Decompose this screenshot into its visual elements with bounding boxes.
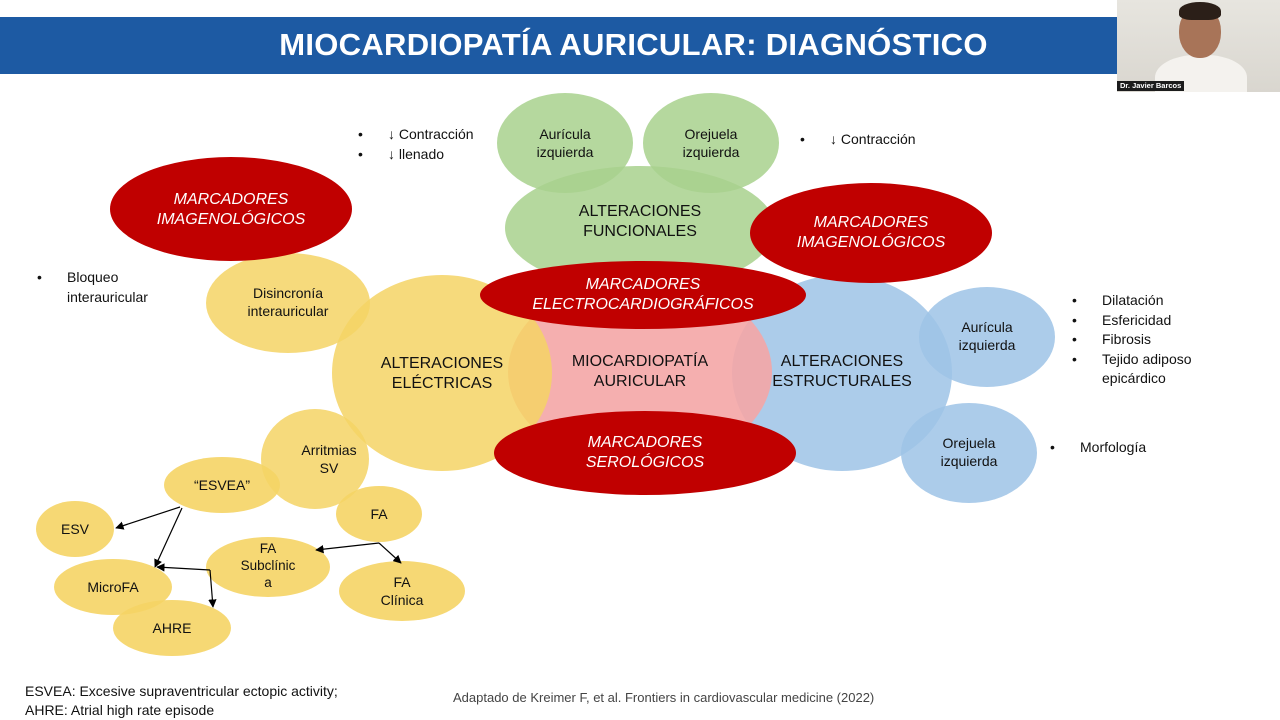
ahre-label: AHRE [152, 620, 192, 636]
bubble-esvea [164, 457, 280, 513]
bullets-aur-green: ↓ Contracción ↓ llenado [358, 125, 474, 164]
bullets-orej-green: ↓ Contracción [800, 130, 916, 150]
marker-imagen-right [750, 183, 992, 283]
bullet-item: Bloqueo interauricular [37, 268, 148, 307]
arritmias-label: Arritmias SV [301, 442, 357, 476]
bubble-fa [336, 486, 422, 542]
fa-label: FA [370, 506, 388, 522]
abbrev-esvea: ESVEA: Excesive supraventricular ectopic… [25, 683, 338, 699]
bubble-ahre [113, 600, 231, 656]
electricas-label: ALTERACIONES ELÉCTRICAS [380, 355, 504, 392]
estructurales-label: ALTERACIONES ESTRUCTURALES [772, 353, 912, 390]
presenter-hair [1179, 2, 1221, 20]
orej-izq-green-label: Orejuela izquierda [682, 126, 740, 160]
esv-label: ESV [60, 521, 89, 537]
arrow-fa-clinica [378, 542, 402, 564]
aur-izq-blue-label: Aurícula izquierda [958, 319, 1016, 353]
funcionales-label: ALTERACIONES FUNCIONALES [578, 203, 702, 240]
fa-subclinica-label: FA Subclínic a [240, 541, 296, 590]
bubble-orej-izq-blue [901, 403, 1037, 503]
microfa-label: MicroFA [87, 579, 139, 595]
bullet-item: Morfología [1050, 438, 1146, 458]
abbreviations: ESVEA: Excesive supraventricular ectopic… [25, 682, 338, 720]
marker-imagen-left-label: MARCADORES IMAGENOLÓGICOS [156, 191, 306, 228]
bubble-electricas [332, 275, 552, 471]
bubble-estructurales [732, 275, 952, 471]
arrow-esvea-esv [115, 506, 181, 530]
arrow-esvea-microfa [154, 507, 183, 568]
bubble-arritmias [261, 409, 369, 509]
bubble-aur-izq-green [497, 93, 633, 193]
marker-imagen-left [110, 157, 352, 261]
bullet-item: ↓ llenado [358, 145, 474, 165]
center-label: MIOCARDIOPATÍA AURICULAR [571, 353, 709, 390]
fa-clinica-label: FA Clínica [380, 574, 424, 608]
bullet-item: Esfericidad [1072, 311, 1192, 331]
bullets-aur-blue: Dilatación Esfericidad Fibrosis Tejido a… [1072, 291, 1192, 389]
abbrev-ahre: AHRE: Atrial high rate episode [25, 702, 215, 718]
bubble-fa-clinica [339, 561, 465, 621]
bullets-orej-blue: Morfología [1050, 438, 1146, 458]
bullet-item: Fibrosis [1072, 330, 1192, 350]
marker-ecg [480, 261, 806, 329]
bullet-item: ↓ Contracción [358, 125, 474, 145]
bubble-aur-izq-blue [919, 287, 1055, 387]
bubble-fa-subclinica [206, 537, 330, 597]
orej-izq-blue-label: Orejuela izquierda [940, 435, 998, 469]
source-citation: Adaptado de Kreimer F, et al. Frontiers … [453, 690, 875, 705]
bullet-item: ↓ Contracción [800, 130, 916, 150]
marker-imagen-right-label: MARCADORES IMAGENOLÓGICOS [796, 214, 946, 251]
arrow-subclinica-ahre [208, 569, 217, 608]
arrow-subclinica-microfa [156, 563, 211, 572]
webcam-video: Dr. Javier Barcos [1117, 0, 1280, 92]
bubble-orej-izq-green [643, 93, 779, 193]
arrow-fa-subclinica [315, 542, 380, 554]
title-banner: MIOCARDIOPATÍA AURICULAR: DIAGNÓSTICO [0, 17, 1117, 74]
presenter-name-label: Dr. Javier Barcos [1117, 81, 1185, 91]
bullet-item: Tejido adiposo epicárdico [1072, 350, 1192, 389]
bullets-bloqueo: Bloqueo interauricular [37, 268, 148, 307]
marker-serologicos-label: MARCADORES SEROLÓGICOS [585, 434, 705, 471]
disincronia-label: Disincronía interauricular [247, 285, 329, 319]
slide-title: MIOCARDIOPATÍA AURICULAR: DIAGNÓSTICO [279, 27, 988, 62]
marker-ecg-label: MARCADORES ELECTROCARDIOGRÁFICOS [532, 276, 754, 313]
bubble-esv [36, 501, 114, 557]
bullet-item: Dilatación [1072, 291, 1192, 311]
aur-izq-green-label: Aurícula izquierda [536, 126, 594, 160]
bubble-funcionales [505, 166, 775, 290]
bubble-microfa [54, 559, 172, 615]
esvea-label: “ESVEA” [193, 477, 250, 493]
bubble-disincronia [206, 253, 370, 353]
marker-serologicos [494, 411, 796, 495]
